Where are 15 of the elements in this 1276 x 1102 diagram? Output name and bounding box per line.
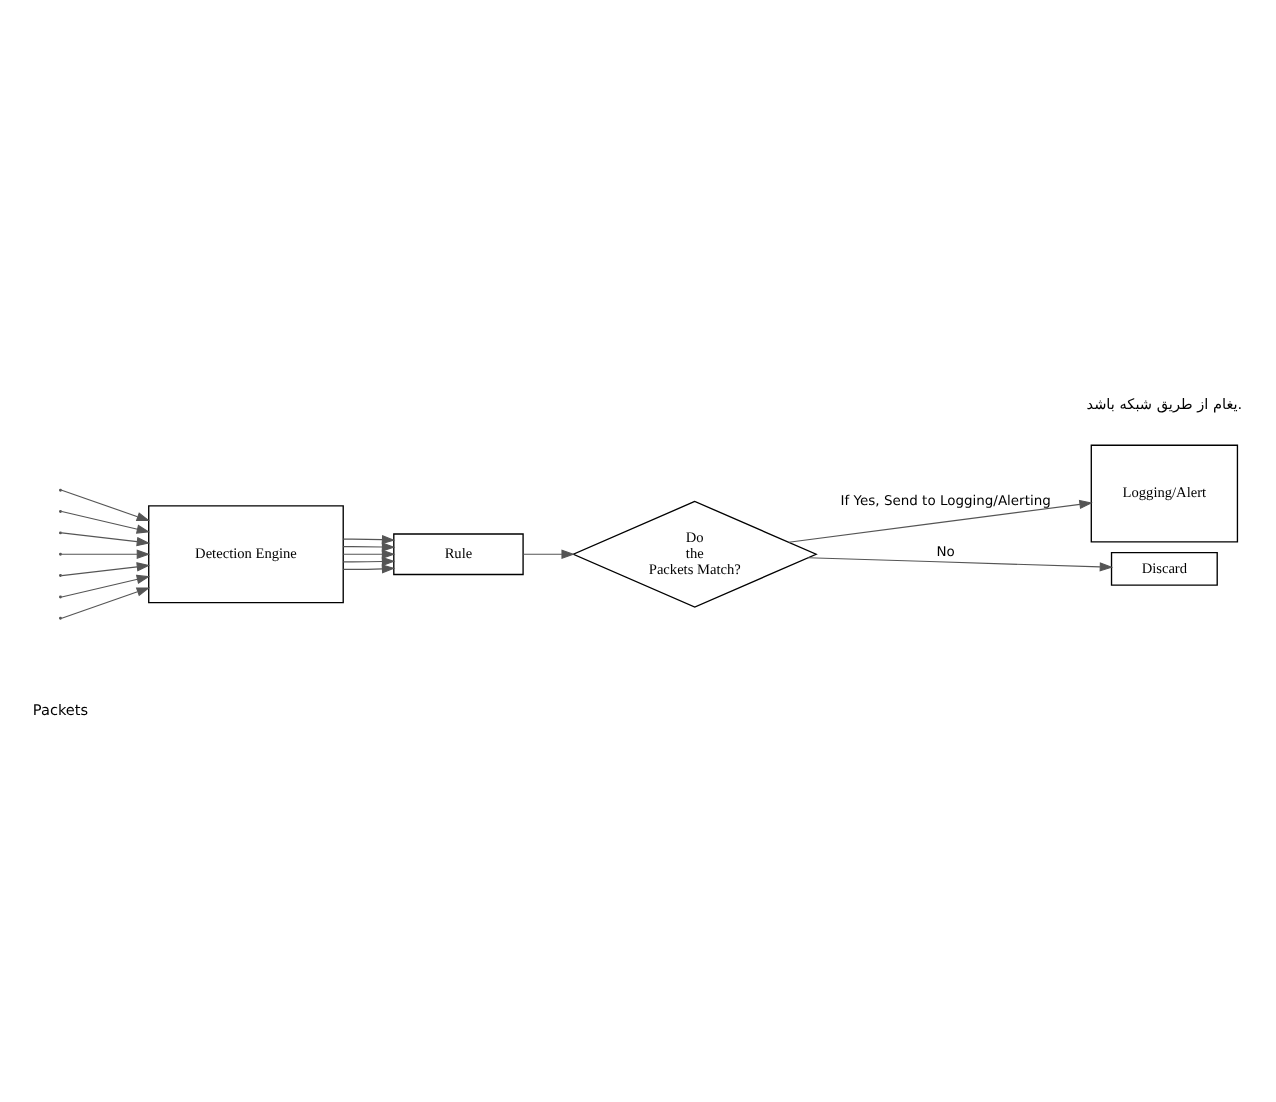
arrow	[788, 498, 1093, 542]
arrow	[61, 531, 151, 546]
arrow	[342, 563, 396, 573]
arrow	[61, 586, 151, 618]
arrow	[61, 510, 151, 533]
arrow	[522, 548, 575, 558]
arrow	[61, 573, 151, 597]
arrow	[342, 541, 396, 551]
arrow	[61, 561, 151, 576]
arrow	[342, 533, 396, 544]
arrow	[342, 548, 396, 558]
arrow	[61, 488, 151, 521]
arrow	[807, 556, 1114, 571]
arrow	[61, 548, 151, 558]
arrow	[342, 555, 396, 566]
